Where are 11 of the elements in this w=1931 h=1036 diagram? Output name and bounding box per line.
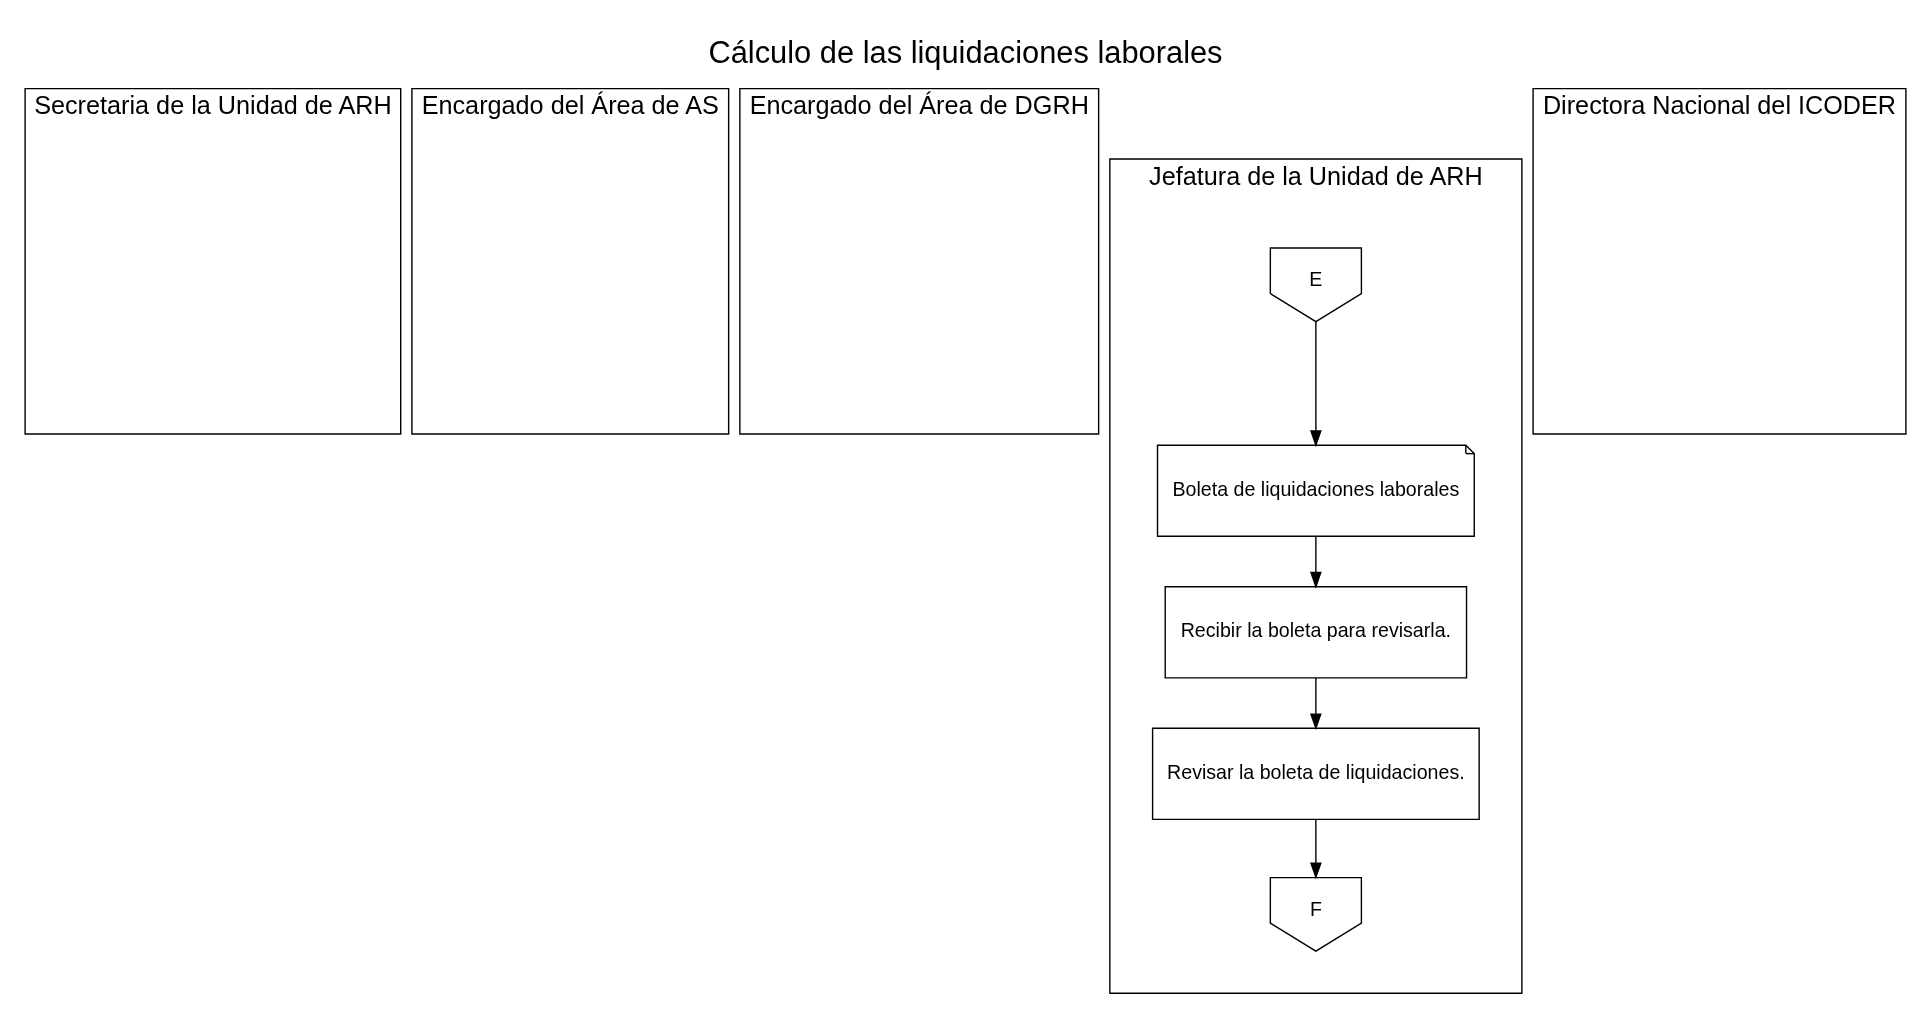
node-box: Encargado del Área de DGRH: [739, 87, 1100, 435]
node-box: Revisar la boleta de liquidaciones.: [1151, 727, 1480, 820]
node-box: Secretaria de la Unidad de ARH: [24, 87, 402, 435]
arrow: [1310, 818, 1322, 879]
arrow: [1310, 320, 1322, 447]
diagram-title: Cálculo de las liquidaciones laborales: [708, 34, 1223, 70]
node-box: Recibir la boleta para revisarla.: [1164, 585, 1468, 679]
node-box: Encargado del Área de AS: [411, 87, 730, 435]
arrow: [1310, 535, 1322, 589]
node-box: Directora Nacional del ICODER: [1532, 87, 1907, 435]
arrow: [1310, 676, 1322, 730]
